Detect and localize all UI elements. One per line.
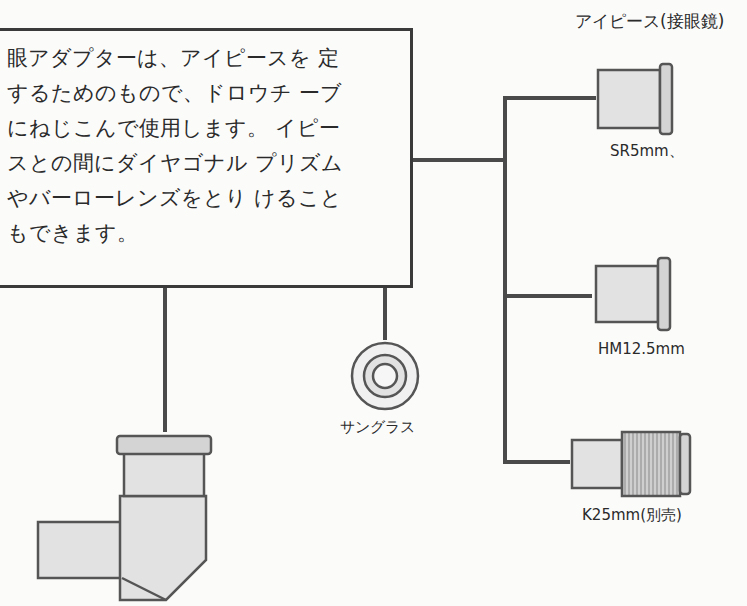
part-label: サングラス: [340, 418, 415, 437]
part-label: アイピース(接眼鏡): [575, 10, 724, 33]
sunglass: [352, 343, 418, 409]
part-label: SR5mm、: [610, 142, 684, 161]
part-label: HM12.5mm: [598, 340, 685, 358]
eyepiece-k: [572, 432, 690, 496]
eyepiece-sr: [598, 64, 672, 134]
part-label: K25mm(別売): [582, 506, 682, 525]
note-text: 眼アダプターは、アイピースを 定するためのもので、ドロウチ ーブにねじこんで使用…: [7, 41, 352, 251]
text-box: 眼アダプターは、アイピースを 定するためのもので、ドロウチ ーブにねじこんで使用…: [0, 28, 413, 288]
eyepiece-hm: [596, 258, 670, 330]
diagonal-prism: [38, 436, 211, 600]
